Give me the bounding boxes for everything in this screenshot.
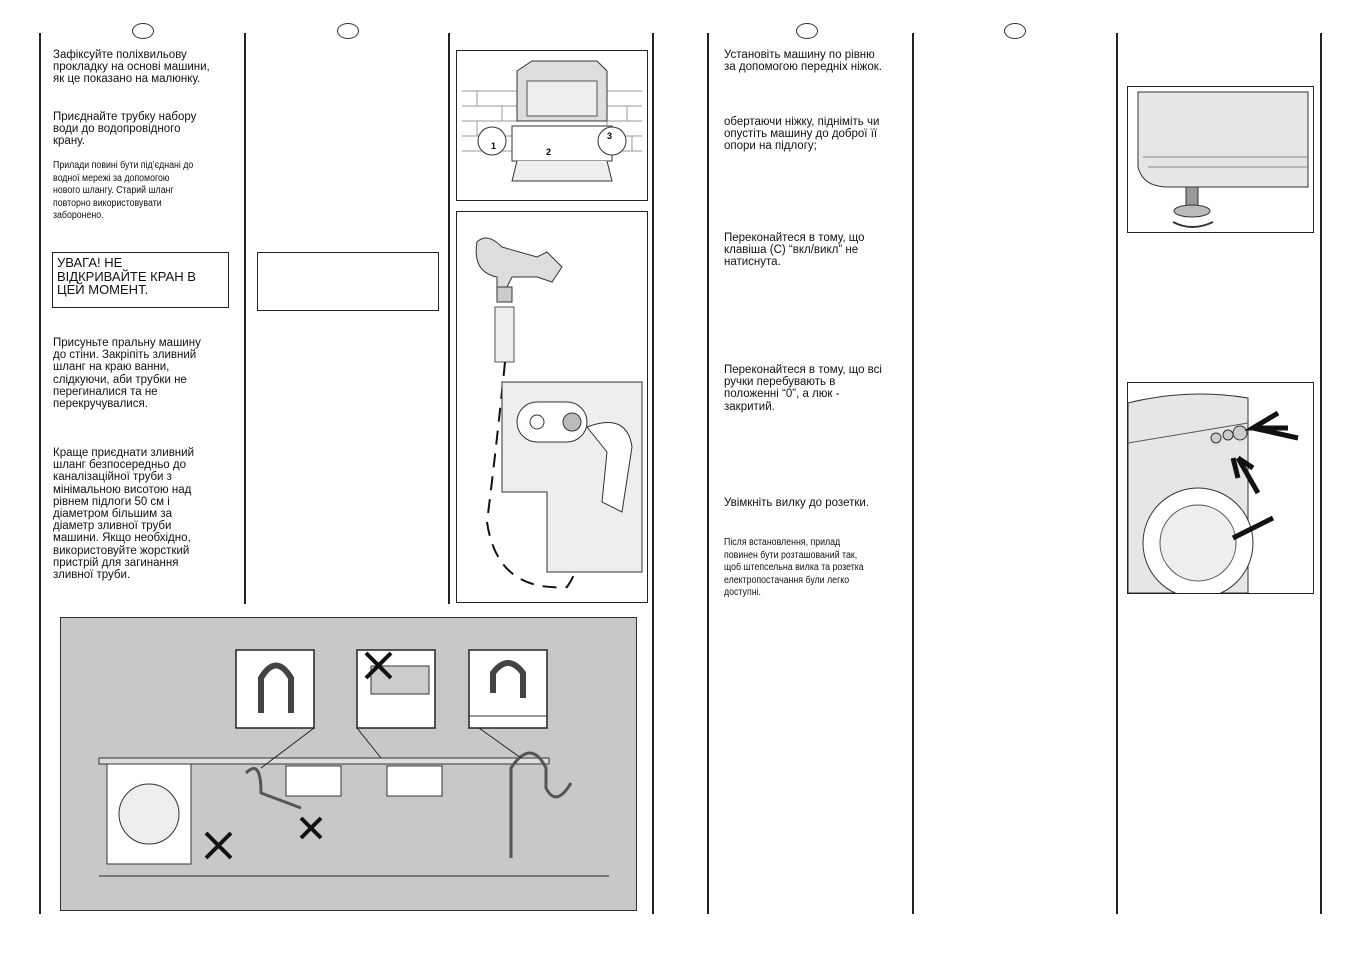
figure-transit-bolts: 1 2 3 <box>456 50 648 201</box>
column-rule <box>912 33 914 914</box>
note-text: Прилади повині бути під’єднані до водної… <box>53 160 194 221</box>
figure-label: 3 <box>607 131 612 141</box>
warning-text: УВАГА! НЕ ВІДКРИВАЙТЕ КРАН В ЦЕЙ МОМЕНТ. <box>57 255 196 297</box>
figure-adjustable-foot <box>1127 86 1314 233</box>
column-rule <box>1116 33 1118 914</box>
language-marker <box>1004 23 1026 39</box>
instruction-text: Присуньте пральну машину до стіни. Закрі… <box>53 337 201 411</box>
column-rule <box>448 33 450 604</box>
instruction-text: Краще приєднати зливний шланг безпосеред… <box>53 447 195 582</box>
instruction-text: Увімкніть вилку до розетки. <box>724 497 870 509</box>
language-marker <box>796 23 818 39</box>
column-rule <box>652 33 654 914</box>
language-marker <box>132 23 154 39</box>
figure-drain-options <box>60 617 637 911</box>
instruction-text: Переконайтеся в тому, що всі ручки переб… <box>724 364 882 413</box>
column-rule <box>707 33 709 914</box>
language-marker <box>337 23 359 39</box>
warning-box: УВАГА! НЕ ВІДКРИВАЙТЕ КРАН В ЦЕЙ МОМЕНТ. <box>52 252 229 308</box>
empty-box <box>257 252 439 311</box>
column-rule <box>1320 33 1322 914</box>
column-rule <box>39 33 41 914</box>
figure-water-inlet <box>456 211 648 603</box>
instruction-text: Зафіксуйте поліхвильову прокладку на осн… <box>53 49 210 86</box>
instruction-text: Переконайтеся в тому, що клавіша (С) “вк… <box>724 232 865 269</box>
note-text: Після встановлення, прилад повинен бути … <box>724 537 864 598</box>
figure-label: 2 <box>546 147 551 157</box>
instruction-text: Приєднайте трубку набору води до водопро… <box>53 111 197 148</box>
figure-control-panel <box>1127 382 1314 594</box>
instruction-text: обертаючи ніжку, підніміть чи опустіть м… <box>724 116 880 153</box>
figure-label: 1 <box>491 141 496 151</box>
column-rule <box>244 33 246 604</box>
instruction-text: Установіть машину по рівню за допомогою … <box>724 49 882 74</box>
